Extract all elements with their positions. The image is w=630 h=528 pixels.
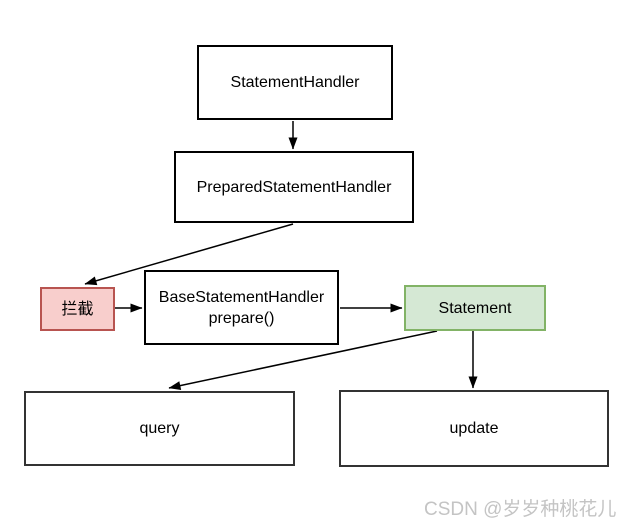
- node-statement[interactable]: Statement: [404, 285, 546, 331]
- node-statement-handler[interactable]: StatementHandler: [197, 45, 393, 120]
- csdn-watermark: CSDN @岁岁种桃花儿: [424, 499, 617, 520]
- node-label: StatementHandler: [230, 74, 360, 91]
- node-label: query: [139, 420, 180, 437]
- node-sublabel: prepare(): [208, 309, 275, 327]
- node-label: update: [449, 420, 499, 437]
- node-label: BaseStatementHandler: [158, 288, 325, 306]
- node-intercept[interactable]: 拦截: [40, 287, 115, 331]
- node-label: PreparedStatementHandler: [196, 178, 392, 196]
- node-label: 拦截: [61, 300, 94, 318]
- node-prepared-statement-handler[interactable]: PreparedStatementHandler: [174, 151, 414, 223]
- arrow-statement-to-query: [168, 330, 438, 391]
- node-query[interactable]: query: [24, 391, 295, 466]
- node-base-statement-handler[interactable]: BaseStatementHandler prepare(): [144, 270, 339, 345]
- arrow-preparedstatementhandler-to-intercept: [84, 223, 294, 286]
- node-update[interactable]: update: [339, 390, 609, 467]
- node-label: Statement: [438, 299, 512, 317]
